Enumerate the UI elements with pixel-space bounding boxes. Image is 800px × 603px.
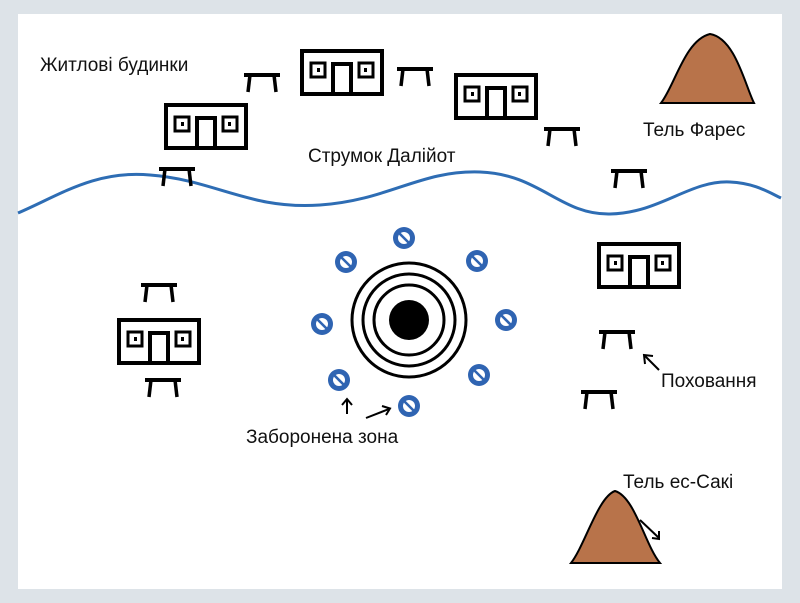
label-residential-houses: Житлові будинки [40,55,189,76]
no-entry-sign-icon [333,249,359,275]
house-icon [117,318,201,365]
burial-table-icon [542,127,582,148]
house-icon [597,242,681,289]
house-icon [454,73,538,120]
burial-table-icon [395,67,435,88]
no-entry-sign-icon [391,225,417,251]
burial-table-icon [609,169,649,190]
burial-table-icon [242,73,282,94]
no-entry-sign-icon [396,393,422,419]
burial-table-icon [597,330,637,351]
label-forbidden-zone: Заборонена зона [246,427,399,448]
label-tel-es-saki: Тель ес-Сакі [623,472,734,493]
house-icon [164,103,248,150]
burial-table-icon [143,378,183,399]
no-entry-sign-icon [493,307,519,333]
arrow-icon [642,353,660,371]
label-burials: Поховання [661,371,757,392]
no-entry-sign-icon [466,362,492,388]
label-stream: Струмок Далійот [308,146,456,167]
hill-icon [568,489,663,564]
stream-line [17,170,782,216]
arrow-icon [365,405,392,419]
burial-table-icon [579,390,619,411]
no-entry-sign-icon [326,367,352,393]
no-entry-sign-icon [309,311,335,337]
no-entry-sign-icon [464,248,490,274]
house-icon [300,49,384,96]
burial-table-icon [139,283,179,304]
arrow-icon [639,519,660,541]
hill-icon [658,32,756,104]
arrow-icon [341,397,353,414]
label-tel-fares: Тель Фарес [643,120,746,141]
concentric-target-icon [350,261,468,379]
